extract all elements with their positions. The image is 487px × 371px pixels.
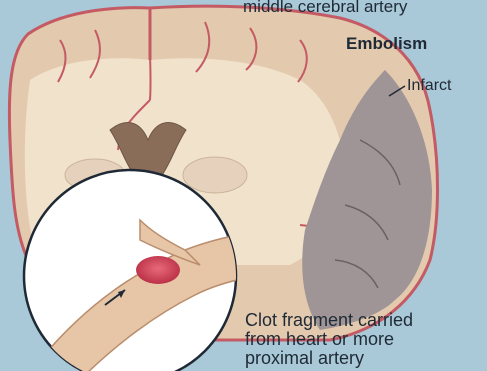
- top-caption: middle cerebral artery: [243, 0, 408, 16]
- clot-caption-line1: Clot fragment carried: [245, 310, 413, 330]
- infarct-label: Infarct: [407, 77, 452, 94]
- embolism-label: Embolism: [346, 34, 427, 53]
- clot-caption-line2: from heart or more: [245, 329, 394, 349]
- basal-ganglia: [183, 157, 247, 193]
- clot: [136, 256, 180, 284]
- clot-caption-line3: proximal artery: [245, 348, 364, 368]
